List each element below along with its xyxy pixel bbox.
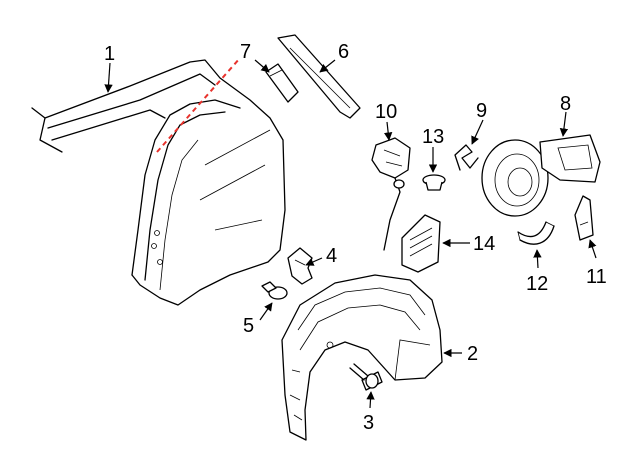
callout-8[interactable]: 8 [560,93,571,115]
leader-1 [104,62,113,93]
leader-12 [533,249,542,269]
leader-6 [319,59,336,73]
callout-9[interactable]: 9 [476,100,487,122]
callout-6[interactable]: 6 [338,41,349,63]
clip-part-4[interactable] [287,247,313,285]
spring-part-9[interactable] [454,144,479,171]
callout-10[interactable]: 10 [375,101,397,123]
leader-3 [366,391,375,409]
trim-strip-part-6[interactable] [277,34,361,119]
hinge-bracket-part-11[interactable] [574,195,594,241]
callout-13[interactable]: 13 [422,126,444,148]
leader-5 [259,302,273,321]
wheelhouse-liner-part-2[interactable] [281,274,443,441]
leader-8 [559,111,569,137]
callout-7[interactable]: 7 [240,41,251,63]
callout-2[interactable]: 2 [467,343,478,365]
callout-11[interactable]: 11 [586,266,607,288]
vent-grille-part-14[interactable] [401,214,441,273]
callout-1[interactable]: 1 [104,43,115,65]
callout-14[interactable]: 14 [473,233,495,255]
callout-5[interactable]: 5 [243,315,254,337]
bracket-part-7[interactable] [265,63,299,103]
quarter-panel-part-1[interactable] [31,59,286,306]
callout-4[interactable]: 4 [326,245,337,267]
grommet-part-13[interactable] [422,174,446,191]
callout-12[interactable]: 12 [526,273,548,295]
cut-line [156,57,241,153]
drain-hose-part-12[interactable] [517,221,555,245]
fuel-door-part-8[interactable] [481,134,601,217]
bolt-part-3[interactable] [349,363,383,391]
leader-4 [305,257,323,266]
leader-7 [254,59,270,73]
leader-10 [383,121,393,141]
callout-3[interactable]: 3 [363,412,374,434]
actuator-part-10[interactable] [371,137,411,251]
push-pin-part-5[interactable] [261,281,288,300]
leader-9 [471,119,484,145]
leader-11 [588,239,597,259]
